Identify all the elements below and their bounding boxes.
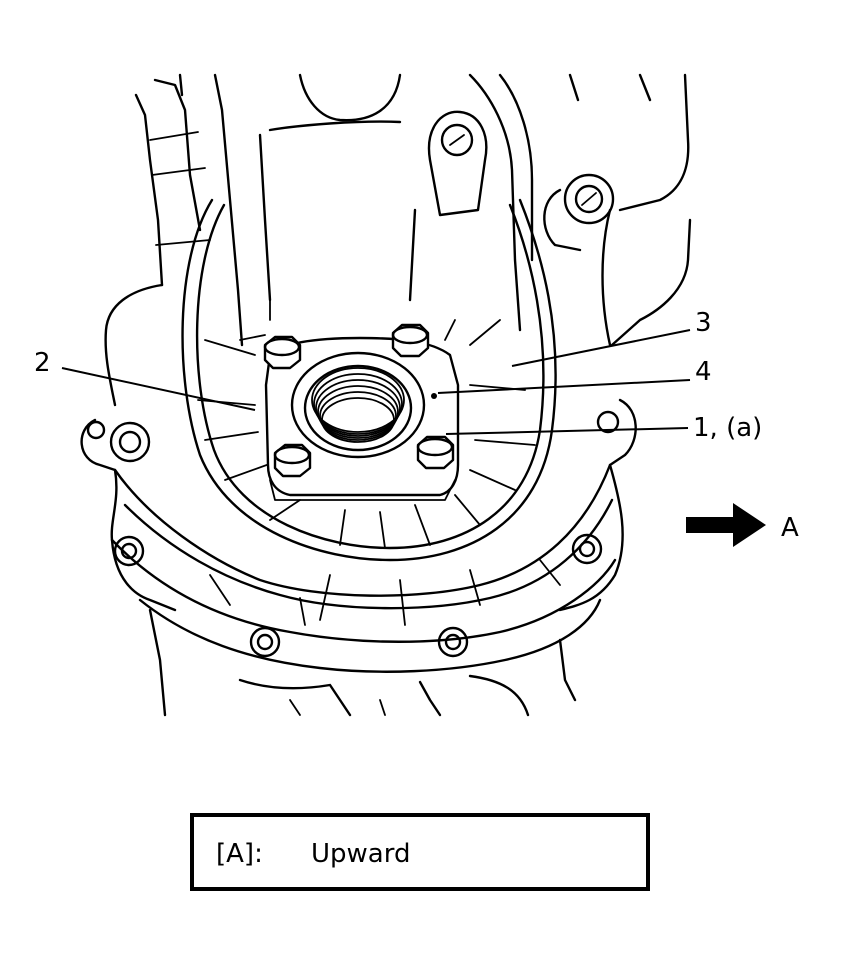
callout-3: 3 — [695, 308, 712, 338]
leader-3 — [511, 329, 691, 367]
right-arrow-icon — [686, 503, 766, 547]
leader-1 — [445, 427, 689, 435]
case-housing — [80, 73, 692, 717]
alignment-dot — [431, 393, 437, 399]
oil-seal — [290, 351, 426, 459]
direction-letter: A — [781, 513, 799, 543]
legend-value: Upward — [311, 839, 411, 869]
legend-key: [A]: — [216, 839, 263, 869]
bolt-top-left — [263, 335, 302, 370]
bolt-top-right — [391, 323, 430, 358]
leader-2 — [61, 367, 256, 411]
callout-4: 4 — [695, 357, 712, 387]
callout-2: 2 — [34, 348, 51, 378]
bolt-bottom-right — [416, 435, 455, 470]
leader-4 — [437, 379, 691, 394]
direction-indicator: A — [686, 503, 799, 547]
bolt-bottom-left — [273, 443, 312, 478]
legend-box: [A]: Upward — [190, 813, 650, 891]
callout-1: 1, (a) — [693, 413, 762, 443]
bolts — [263, 323, 455, 478]
